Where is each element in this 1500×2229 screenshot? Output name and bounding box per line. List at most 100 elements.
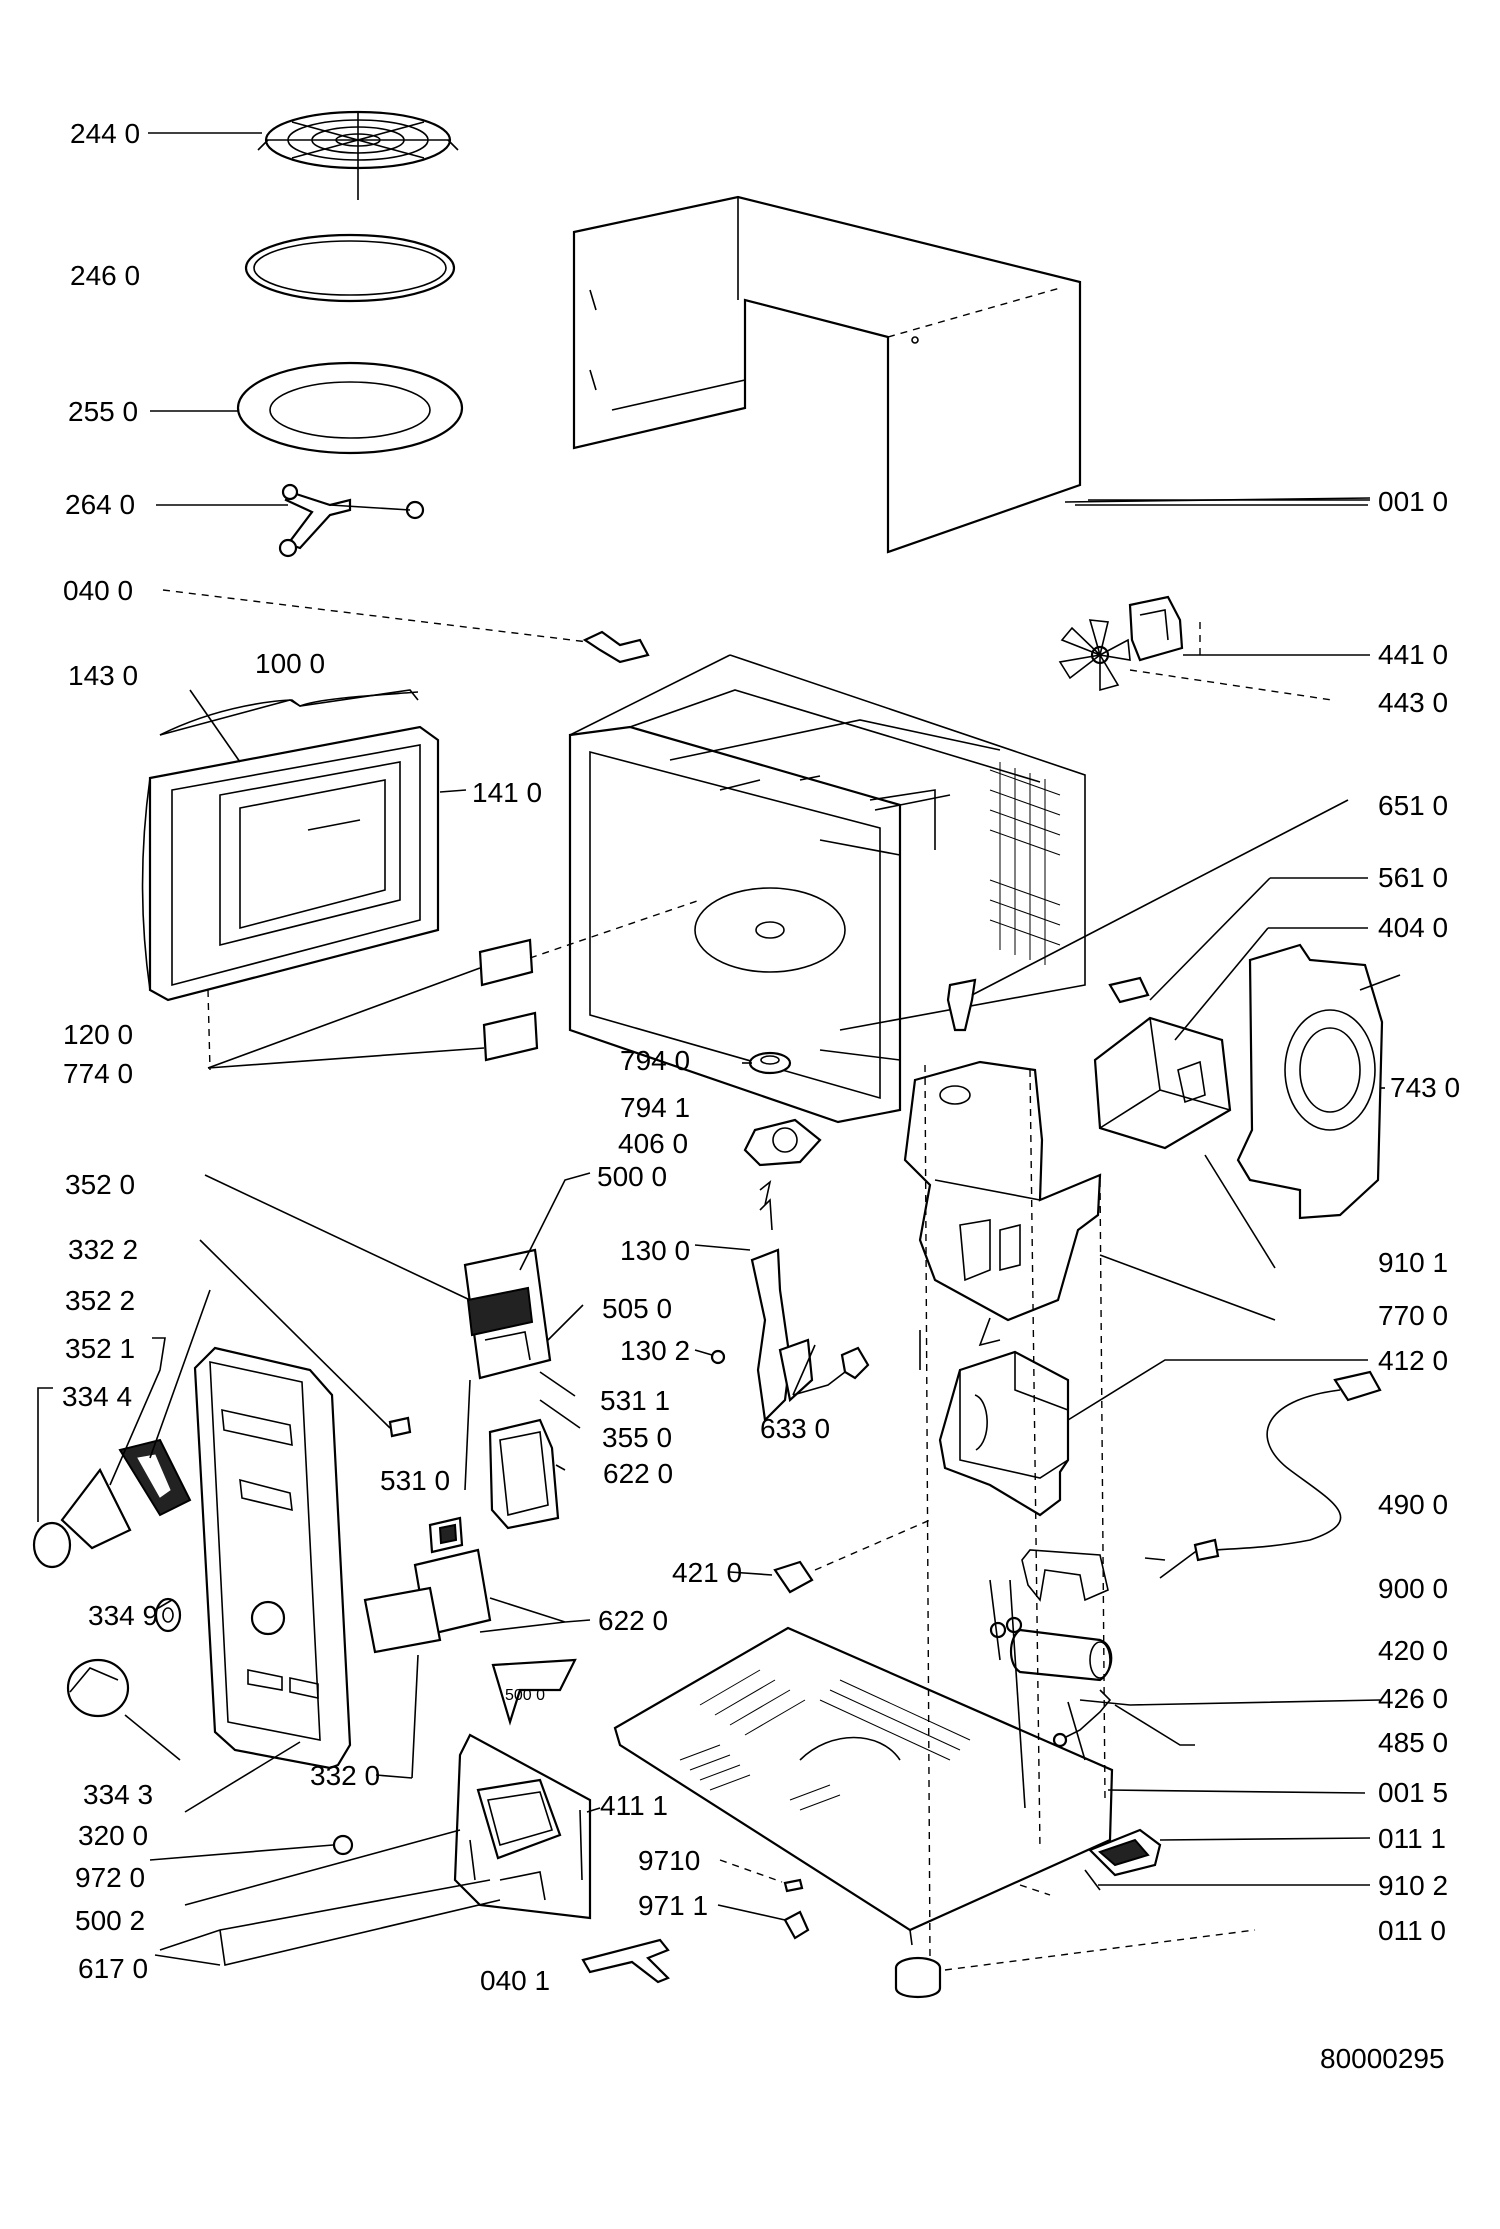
label-352-1: 352 1 [65, 1333, 135, 1364]
part-duct-743 [1236, 943, 1401, 1220]
label-910-2: 910 2 [1378, 1870, 1448, 1901]
label-794-1: 794 1 [620, 1092, 690, 1123]
part-board-622b [363, 1548, 492, 1654]
label-500-0: 500 0 [597, 1161, 667, 1192]
label-246-0: 246 0 [70, 260, 140, 291]
label-352-2: 352 2 [65, 1285, 135, 1316]
part-board-411 [453, 1733, 592, 1920]
label-411-1: 411 1 [600, 1790, 668, 1821]
label-264-0: 264 0 [65, 489, 135, 520]
part-screw-130-2 [710, 1349, 726, 1365]
part-knob-334-4 [32, 1521, 72, 1569]
label-421-0: 421 0 [672, 1557, 742, 1588]
part-screw-9710 [783, 1878, 804, 1893]
label-561-0: 561 0 [1378, 862, 1448, 893]
part-power-cord-490 [1159, 1370, 1382, 1579]
part-lamp-651 [946, 978, 977, 1032]
part-pcb-622 [488, 1418, 560, 1530]
part-pcb-display-505 [463, 1248, 552, 1380]
part-bracket-770 [903, 1060, 1102, 1347]
label-130-2: 130 2 [620, 1335, 690, 1366]
label-406-0: 406 0 [618, 1128, 688, 1159]
part-arrow-500 [491, 1658, 577, 1726]
part-roller-ring-246 [244, 233, 456, 303]
label-011-0: 011 0 [1378, 1915, 1446, 1946]
part-transformer-412 [938, 1350, 1070, 1517]
part-bracket-040-1 [581, 1938, 670, 1984]
label-426-0: 426 0 [1378, 1683, 1448, 1714]
label-352-0: 352 0 [65, 1169, 135, 1200]
part-ring-794 [748, 1051, 792, 1075]
part-grill-rack-244 [257, 110, 459, 200]
part-magnetron-404 [1093, 1016, 1232, 1150]
part-window-352-2 [118, 1438, 192, 1517]
label-531-1: 531 1 [600, 1385, 670, 1416]
label-900-0: 900 0 [1378, 1573, 1448, 1604]
part-glass-tray-255 [236, 361, 464, 455]
label-040-0: 040 0 [63, 575, 133, 606]
label-120-0: 120 0 [63, 1019, 133, 1050]
label-332-0: 332 0 [310, 1760, 380, 1791]
part-switch-bracket-130 [750, 1198, 814, 1423]
label-505-0: 505 0 [602, 1293, 672, 1324]
part-capacitor-bracket-900 [1021, 1549, 1109, 1602]
part-clip-011-1 [1088, 1828, 1162, 1877]
label-794-0: 794 0 [620, 1045, 690, 1076]
label-040-1: 040 1 [480, 1965, 550, 1996]
part-clip-9711 [783, 1910, 810, 1940]
label-320-0: 320 0 [78, 1820, 148, 1851]
part-door-assembly-100 [141, 689, 440, 1002]
part-motor-406 [743, 1118, 822, 1206]
label-971-1: 971 1 [638, 1890, 708, 1921]
part-thermal-561 [1108, 976, 1150, 1004]
part-connector-421 [773, 1560, 814, 1594]
label-412-0: 412 0 [1378, 1345, 1448, 1376]
label-500-0-small: 500 0 [505, 1687, 545, 1704]
label-001-0: 001 0 [1378, 486, 1448, 517]
part-coupler-264 [278, 483, 425, 558]
label-622-0-b: 622 0 [598, 1605, 668, 1636]
part-bead-972 [332, 1834, 354, 1856]
label-100-0: 100 0 [255, 648, 325, 679]
label-774-0: 774 0 [63, 1058, 133, 1089]
label-972-0: 972 0 [75, 1862, 145, 1893]
part-bracket-040-0 [582, 630, 650, 664]
label-441-0: 441 0 [1378, 639, 1448, 670]
part-oven-cavity [568, 654, 1086, 1124]
label-001-5: 001 5 [1378, 1777, 1448, 1808]
label-910-1: 910 1 [1378, 1247, 1448, 1278]
label-490-0: 490 0 [1378, 1489, 1448, 1520]
leader-lines [37, 132, 1385, 1971]
label-334-9: 334 9 [88, 1600, 158, 1631]
label-622-0-a: 622 0 [603, 1458, 673, 1489]
label-143-0: 143 0 [68, 660, 138, 691]
part-switch-531-0 [428, 1516, 464, 1554]
label-130-0: 130 0 [620, 1235, 690, 1266]
label-404-0: 404 0 [1378, 912, 1448, 943]
part-fan-441 [1058, 595, 1184, 692]
part-outer-casing-001 [572, 195, 1082, 554]
label-743-0: 743 0 [1390, 1072, 1460, 1103]
label-443-0: 443 0 [1378, 687, 1448, 718]
label-355-0: 355 0 [602, 1422, 672, 1453]
label-011-1: 011 1 [1378, 1823, 1446, 1854]
part-knob-cap-352-1 [60, 1467, 132, 1550]
label-255-0: 255 0 [68, 396, 138, 427]
label-334-3: 334 3 [83, 1779, 153, 1810]
part-capacitor-420 [1009, 1628, 1113, 1682]
part-actuator-332-2 [388, 1416, 412, 1438]
part-control-panel-320 [193, 1346, 352, 1770]
label-617-0: 617 0 [78, 1953, 148, 1984]
label-9710: 9710 [638, 1845, 700, 1876]
part-cover-120 [478, 938, 534, 987]
label-334-4: 334 4 [62, 1381, 132, 1412]
part-washer-334-9 [154, 1597, 182, 1633]
label-420-0: 420 0 [1378, 1635, 1448, 1666]
label-770-0: 770 0 [1378, 1300, 1448, 1331]
label-141-0: 141 0 [472, 777, 542, 808]
label-485-0: 485 0 [1378, 1727, 1448, 1758]
label-332-2: 332 2 [68, 1234, 138, 1265]
part-switch-633 [840, 1346, 870, 1380]
label-651-0: 651 0 [1378, 790, 1448, 821]
